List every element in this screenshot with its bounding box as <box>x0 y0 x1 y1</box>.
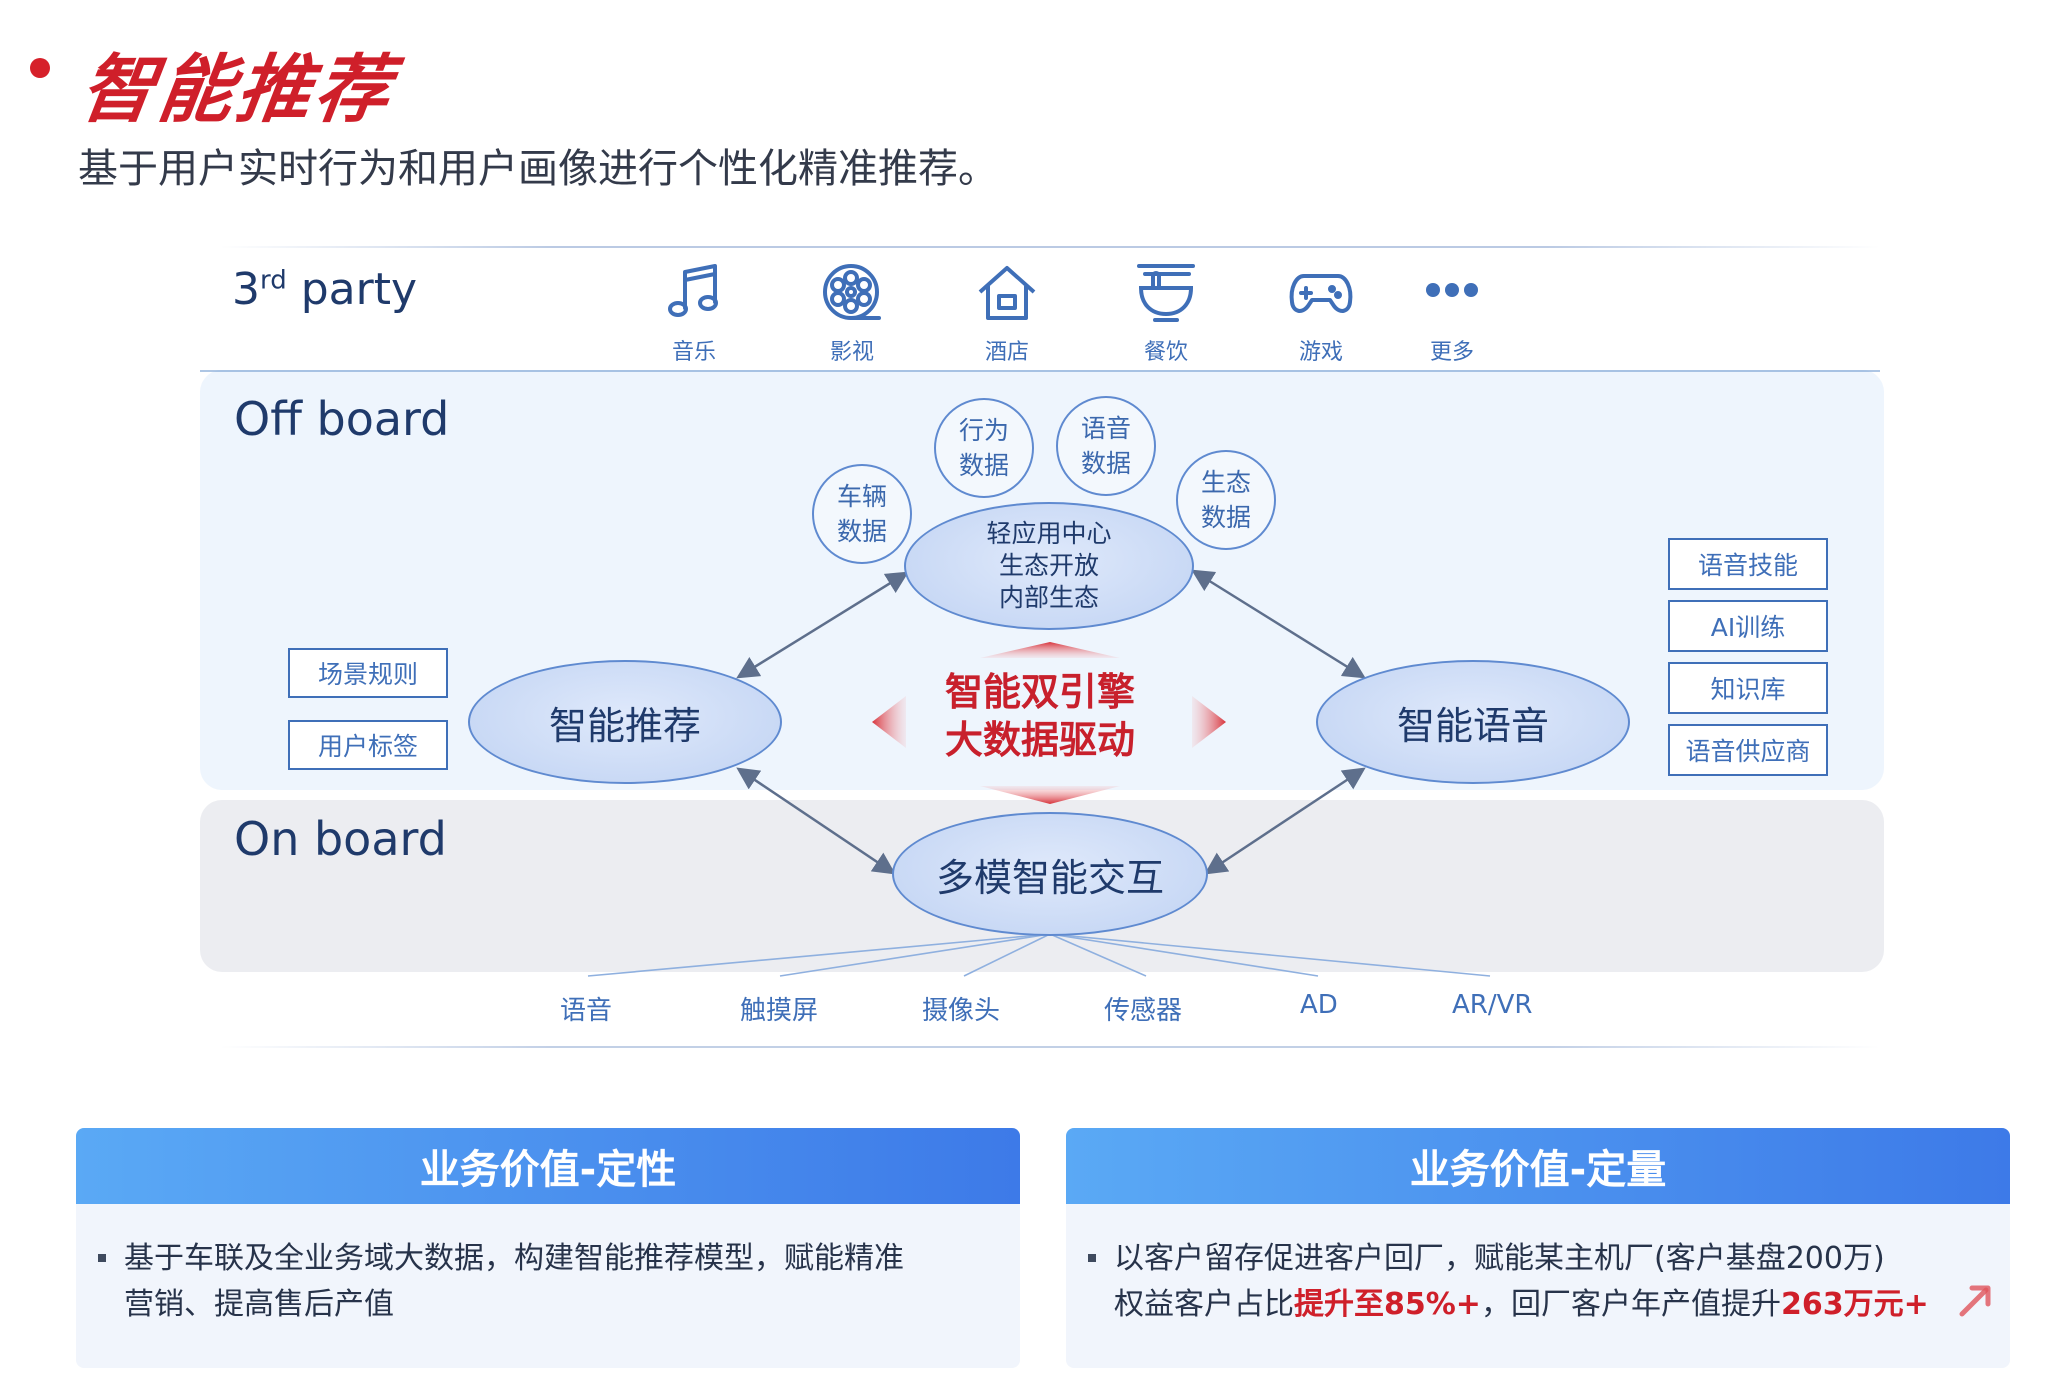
bullet-marker <box>98 1254 106 1262</box>
third-party-music: 音乐 <box>639 258 749 366</box>
gamepad-icon <box>1289 274 1353 313</box>
multimodal-interaction-node: 多模智能交互 <box>892 812 1208 936</box>
top-divider <box>220 246 1880 248</box>
input-line-ad <box>1049 933 1319 977</box>
input-line-camera <box>963 933 1051 977</box>
engine-arrow-down <box>980 786 1120 804</box>
tag-ai-training: AI训练 <box>1668 600 1828 652</box>
onboard-label: On board <box>234 812 447 866</box>
card-qualitative-body: 基于车联及全业务域大数据，构建智能推荐模型，赋能精准 营销、提高售后产值 <box>98 1236 980 1328</box>
highlight-revenue: 263万元+ <box>1780 1287 1929 1322</box>
bullet-marker <box>1088 1254 1096 1262</box>
smart-voice-node: 智能语音 <box>1316 660 1630 784</box>
card-qualitative-value: 业务价值-定性 基于车联及全业务域大数据，构建智能推荐模型，赋能精准 营销、提高… <box>76 1128 1020 1368</box>
arrow-voice-multimodal <box>1204 767 1366 875</box>
dual-engine-label: 智能双引擎大数据驱动 <box>944 670 1135 762</box>
trend-up-arrow-icon <box>1959 1285 1991 1317</box>
house-icon <box>978 266 1036 320</box>
arrow-recommend-multimodal <box>736 767 896 875</box>
data-circle-vehicle: 车辆数据 <box>812 464 912 564</box>
card-quantitative-value: 业务价值-定量 以客户留存促进客户回厂，赋能某主机厂(客户基盘200万) 权益客… <box>1066 1128 2010 1368</box>
input-sensor: 传感器 <box>1104 996 1183 1026</box>
title-bullet <box>30 58 50 78</box>
card-qualitative-title: 业务价值-定性 <box>76 1128 1020 1204</box>
bottom-divider <box>220 1046 1880 1048</box>
smart-recommend-node: 智能推荐 <box>468 660 782 784</box>
tag-user-labels: 用户标签 <box>288 720 448 770</box>
input-ar-vr: AR/VR <box>1452 990 1533 1020</box>
input-line-arvr <box>1049 933 1491 977</box>
card-quantitative-title: 业务价值-定量 <box>1066 1128 2010 1204</box>
highlight-share: 提升至85%+ <box>1294 1287 1481 1322</box>
tag-voice-skills: 语音技能 <box>1668 538 1828 590</box>
engine-arrow-left <box>872 696 906 748</box>
noodle-bowl-icon <box>1137 264 1195 322</box>
engine-arrow-right <box>1192 696 1226 748</box>
input-touchscreen: 触摸屏 <box>740 996 819 1026</box>
third-party-film: 影视 <box>797 258 907 366</box>
third-party-hotel: 酒店 <box>952 258 1062 366</box>
third-party-more: 更多 <box>1397 258 1507 366</box>
data-circle-voice: 语音数据 <box>1056 396 1156 496</box>
music-note-icon <box>668 264 718 317</box>
third-party-games: 游戏 <box>1266 258 1376 366</box>
input-line-touch <box>779 933 1051 977</box>
arrow-hub-voice <box>1191 569 1366 679</box>
tag-voice-vendors: 语音供应商 <box>1668 724 1828 776</box>
input-camera: 摄像头 <box>922 996 1001 1026</box>
page-subtitle: 基于用户实时行为和用户画像进行个性化精准推荐。 <box>78 146 998 192</box>
card-quantitative-body: 以客户留存促进客户回厂，赋能某主机厂(客户基盘200万) 权益客户占比提升至85… <box>1088 1236 1970 1328</box>
data-circle-behavior: 行为数据 <box>934 398 1034 498</box>
third-party-divider <box>200 370 1880 372</box>
third-party-dining: 餐饮 <box>1111 258 1221 366</box>
third-party-label: 3rd party <box>232 264 418 315</box>
film-reel-icon <box>823 264 881 320</box>
input-ad: AD <box>1300 990 1338 1020</box>
hub-ellipse: 轻应用中心生态开放内部生态 <box>904 502 1194 630</box>
data-circle-ecosystem: 生态数据 <box>1176 450 1276 550</box>
more-dots-icon <box>1426 283 1478 297</box>
tag-scene-rules: 场景规则 <box>288 648 448 698</box>
offboard-label: Off board <box>234 392 450 446</box>
input-line-sensor <box>1049 933 1147 977</box>
engine-arrow-up <box>980 642 1120 658</box>
input-voice: 语音 <box>560 996 613 1026</box>
arrow-hub-recommend <box>736 571 909 679</box>
input-line-voice <box>587 933 1051 977</box>
tag-knowledge-base: 知识库 <box>1668 662 1828 714</box>
